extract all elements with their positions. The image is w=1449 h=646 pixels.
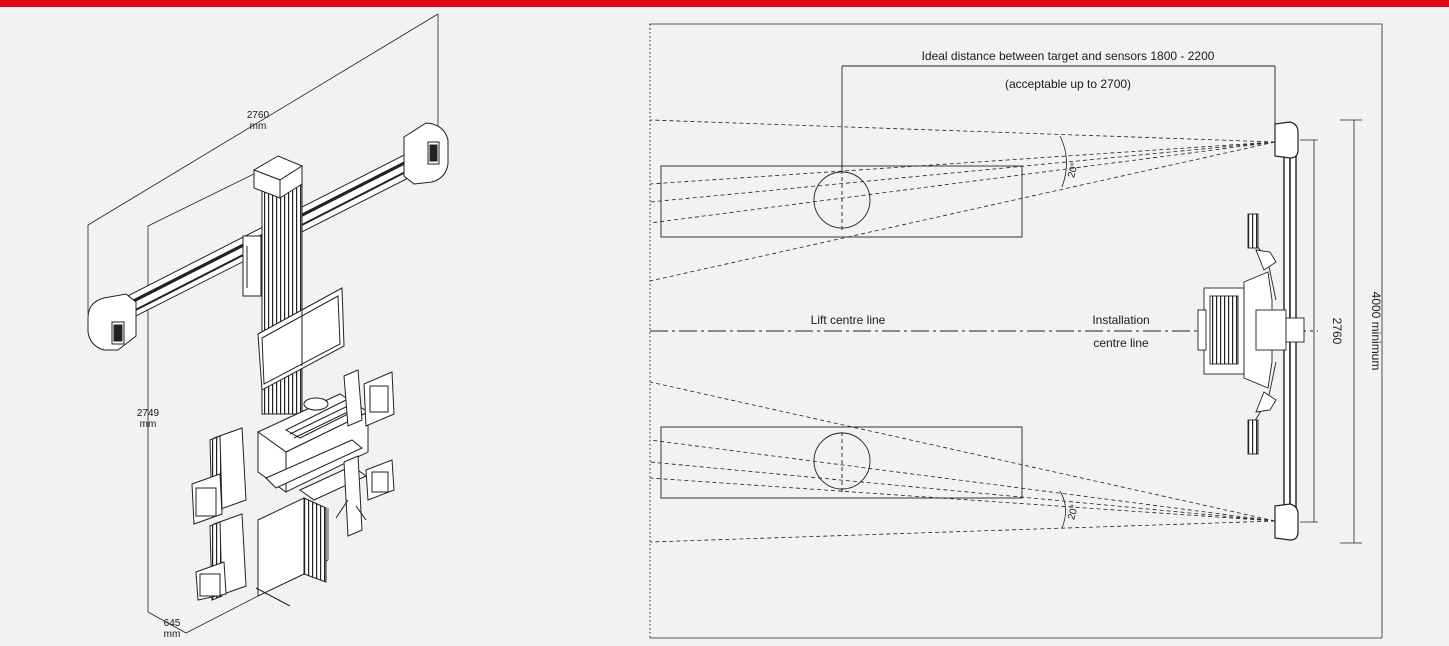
sensor-bracket: [242, 235, 262, 297]
depth-dimension-unit: mm: [164, 629, 181, 640]
bottom-sight-lines: [649, 381, 1276, 543]
top-sight-lines: [649, 119, 1276, 282]
bottom-angle-arc: [1059, 490, 1066, 529]
ideal-distance-label: Ideal distance between target and sensor…: [922, 49, 1215, 63]
installation-label: Installation: [1092, 313, 1149, 327]
height-dimension-unit: mm: [140, 419, 157, 430]
brand-top-bar: [0, 0, 1449, 7]
plan-console: [1197, 213, 1305, 455]
centre-line-label: centre line: [1093, 336, 1149, 350]
right-camera-head: [403, 122, 449, 185]
lift-centre-line-label: Lift centre line: [811, 313, 886, 327]
wheel-clamps: [191, 369, 395, 601]
width-dimension-unit: mm: [250, 121, 267, 132]
min-width-dimension: [1340, 119, 1362, 544]
front-right-wheel-plate: [660, 426, 1023, 499]
acceptable-distance-label: (acceptable up to 2700): [1005, 77, 1131, 91]
plan-view: [649, 23, 1383, 640]
top-angle-label: 20°: [1066, 162, 1081, 179]
monitor: [257, 287, 345, 391]
mast-cap: [252, 155, 304, 199]
bottom-angle-label: 20°: [1066, 504, 1081, 521]
width-dimension-value: 2760: [247, 110, 270, 121]
plan-top-camera: [1274, 121, 1299, 159]
beam-width-label: 2760: [1330, 318, 1344, 345]
plan-bottom-camera: [1274, 503, 1299, 541]
front-left-wheel-plate: [660, 165, 1023, 238]
width-dimension-lines: [87, 13, 439, 314]
left-camera-head: [87, 293, 137, 351]
top-angle-arc: [1059, 135, 1067, 188]
height-dimension-value: 2749: [137, 408, 160, 419]
depth-dimension-value: 645: [164, 618, 181, 629]
ideal-distance-dimension: [841, 65, 1276, 170]
min-width-label: 4000 minimum: [1369, 292, 1383, 371]
isometric-view: [87, 13, 449, 634]
beam-width-dimension: [1300, 139, 1318, 523]
